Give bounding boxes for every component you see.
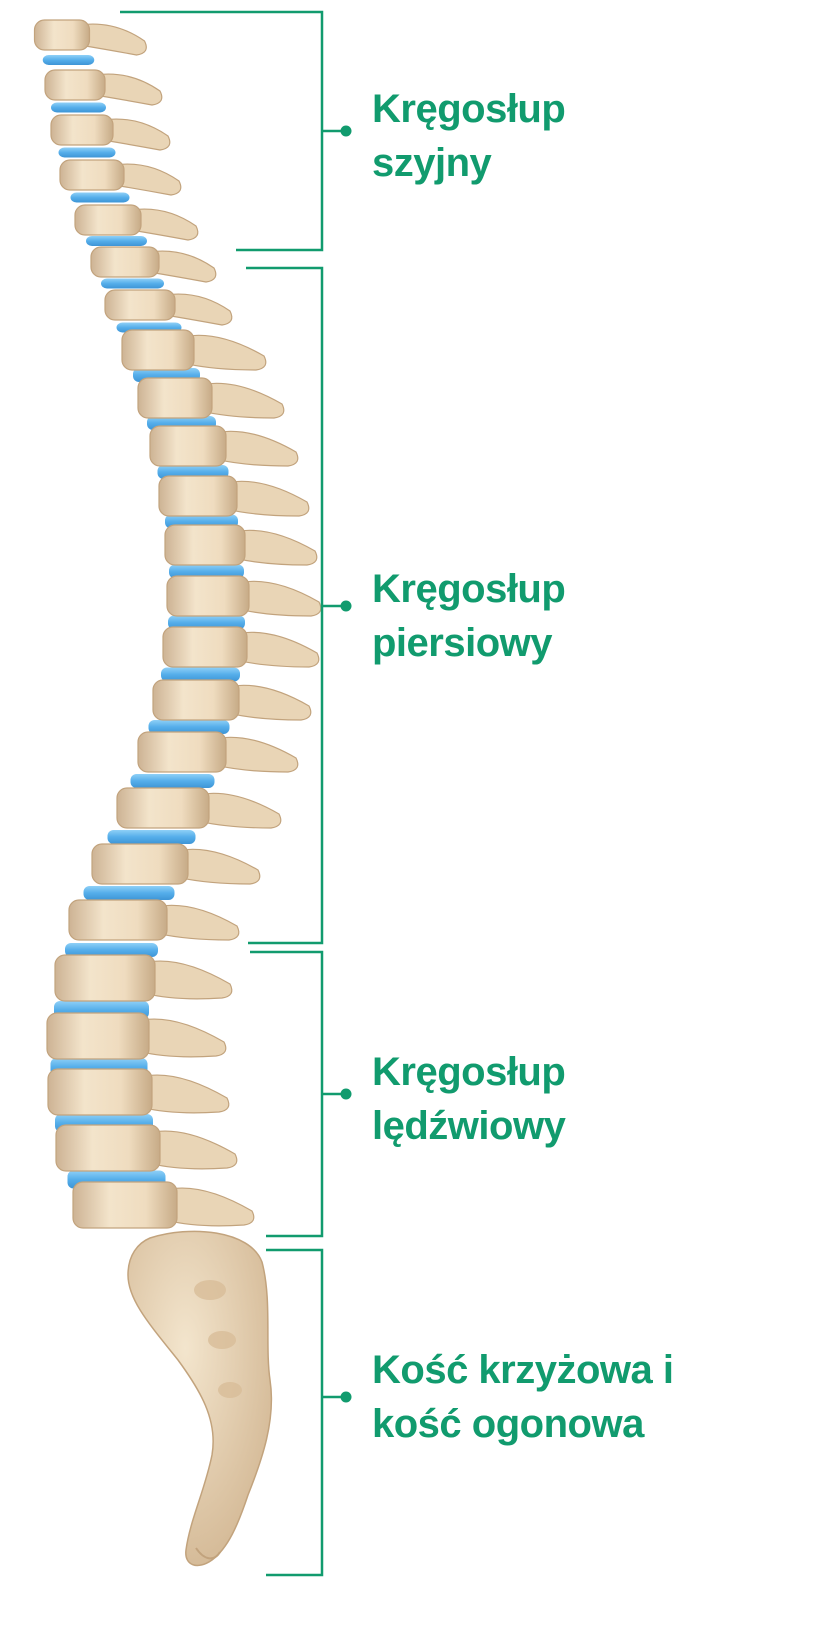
vertebra	[59, 159, 182, 196]
bracket-cervical-line	[120, 10, 345, 252]
intervertebral-disc	[58, 147, 116, 158]
vertebra	[33, 19, 147, 56]
vertebrae-group	[33, 19, 322, 1229]
intervertebral-disc	[51, 102, 106, 113]
vertebra	[152, 679, 312, 721]
intervertebral-disc	[161, 667, 240, 682]
intervertebral-disc	[107, 830, 196, 844]
intervertebral-disc	[86, 236, 147, 246]
bracket-lumbar-line	[250, 950, 345, 1238]
label-sacral-line1: Kość krzyżowa i	[372, 1348, 674, 1392]
bracket-sacral-dot	[340, 1391, 352, 1403]
label-lumbar-line1: Kręgosłup	[372, 1050, 566, 1094]
label-cervical-line2: szyjny	[372, 141, 492, 185]
vertebra	[116, 787, 282, 829]
bracket-lumbar	[250, 950, 352, 1238]
bracket-sacral-line	[266, 1248, 345, 1577]
vertebra	[137, 731, 299, 773]
vertebra	[50, 114, 171, 151]
vertebra	[137, 377, 285, 419]
vertebra	[72, 1181, 255, 1229]
label-lumbar: Kręgosłup lędźwiowy	[372, 1045, 566, 1153]
bracket-lumbar-dot	[340, 1088, 352, 1100]
label-lumbar-line2: lędźwiowy	[372, 1104, 566, 1148]
intervertebral-disc	[169, 564, 244, 579]
intervertebral-disc	[130, 774, 215, 788]
intervertebral-disc	[70, 192, 130, 203]
bracket-cervical-dot	[340, 125, 352, 137]
intervertebral-disc	[101, 278, 164, 289]
vertebra	[164, 524, 318, 566]
intervertebral-disc	[42, 55, 95, 65]
label-sacral: Kość krzyżowa i kość ogonowa	[372, 1343, 674, 1451]
vertebra	[47, 1068, 230, 1116]
bracket-thoracic	[246, 266, 352, 945]
label-thoracic: Kręgosłup piersiowy	[372, 562, 566, 670]
intervertebral-disc	[148, 720, 230, 734]
label-cervical-line1: Kręgosłup	[372, 87, 566, 131]
vertebra	[121, 329, 267, 371]
vertebra	[90, 246, 217, 283]
label-cervical: Kręgosłup szyjny	[372, 82, 566, 190]
intervertebral-disc	[83, 886, 175, 900]
vertebra	[46, 1012, 227, 1060]
bracket-thoracic-dot	[340, 600, 352, 612]
vertebra	[149, 425, 299, 467]
label-thoracic-line1: Kręgosłup	[372, 567, 566, 611]
vertebra	[74, 204, 199, 241]
vertebra	[54, 954, 233, 1002]
vertebra	[158, 475, 310, 517]
vertebra	[162, 626, 320, 668]
vertebra	[166, 575, 322, 617]
vertebra	[55, 1124, 238, 1172]
vertebra	[91, 843, 261, 885]
label-sacral-line2: kość ogonowa	[372, 1402, 644, 1446]
sacrum-coccyx	[127, 1230, 273, 1567]
intervertebral-disc	[65, 943, 158, 957]
label-thoracic-line2: piersiowy	[372, 621, 553, 665]
intervertebral-disc	[168, 615, 245, 630]
bracket-sacral	[266, 1248, 352, 1577]
bracket-cervical	[120, 10, 352, 252]
bracket-thoracic-line	[246, 266, 345, 945]
vertebra	[44, 69, 163, 106]
vertebra	[104, 289, 233, 326]
vertebra	[68, 899, 240, 941]
